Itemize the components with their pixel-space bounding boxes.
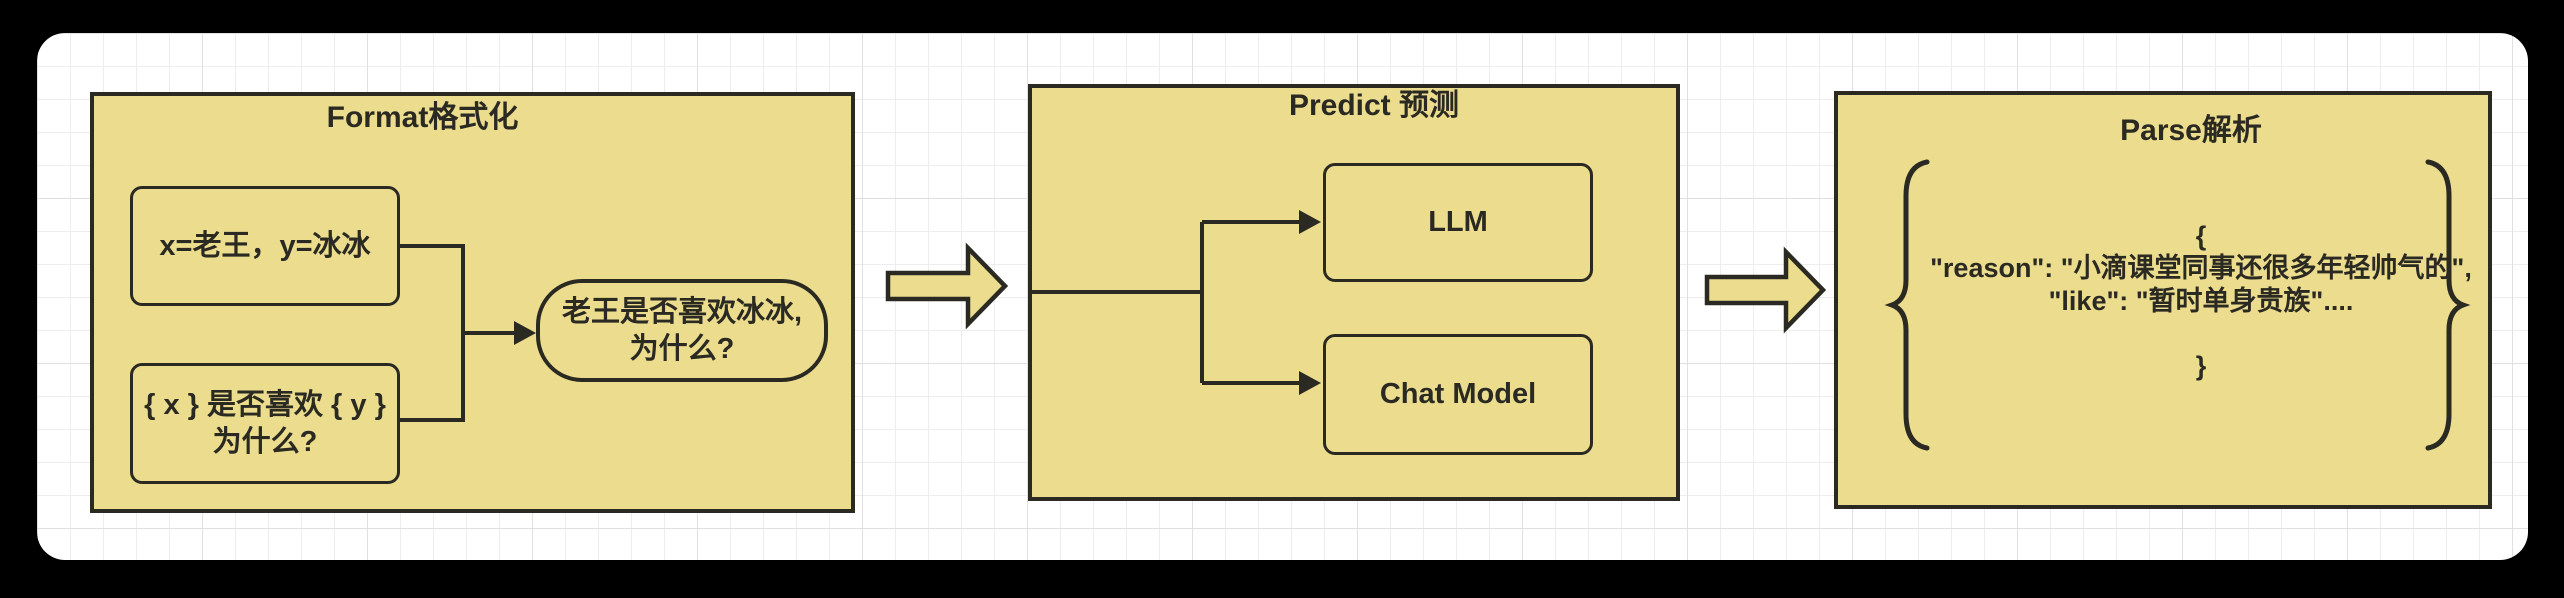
variables-node: x=老王，y=冰冰 — [130, 186, 400, 306]
prompt-node-line2: 为什么? — [629, 332, 735, 365]
llm-node-label: LLM — [1428, 206, 1488, 238]
json-open-brace: { — [2195, 221, 2207, 251]
prompt-node-line1: 老王是否喜欢冰冰, — [561, 295, 803, 328]
stage-parse-panel — [1834, 91, 2492, 509]
json-like-line: "like": "暂时单身贵族".... — [2048, 286, 2354, 316]
chat-model-node: Chat Model — [1323, 334, 1593, 455]
diagram-canvas: Format格式化 x=老王，y=冰冰 { x } 是否喜欢 { y } 为什么… — [37, 33, 2528, 560]
stage-format-panel — [90, 92, 855, 513]
parse-title: Parse解析 — [2120, 114, 2262, 147]
prompt-node: 老王是否喜欢冰冰, 为什么? — [536, 279, 828, 382]
predict-title: Predict 预测 — [1288, 89, 1460, 122]
json-reason-line: "reason": "小滴课堂同事还很多年轻帅气的", — [1930, 253, 2472, 283]
template-node-line2: 为什么? — [212, 425, 318, 458]
template-node: { x } 是否喜欢 { y } 为什么? — [130, 363, 400, 484]
format-title: Format格式化 — [326, 101, 519, 134]
json-close-brace: } — [2195, 351, 2207, 381]
template-node-line1: { x } 是否喜欢 { y } — [144, 388, 386, 421]
chat-model-node-label: Chat Model — [1379, 378, 1537, 410]
variables-node-label: x=老王，y=冰冰 — [159, 229, 371, 262]
llm-node: LLM — [1323, 163, 1593, 282]
